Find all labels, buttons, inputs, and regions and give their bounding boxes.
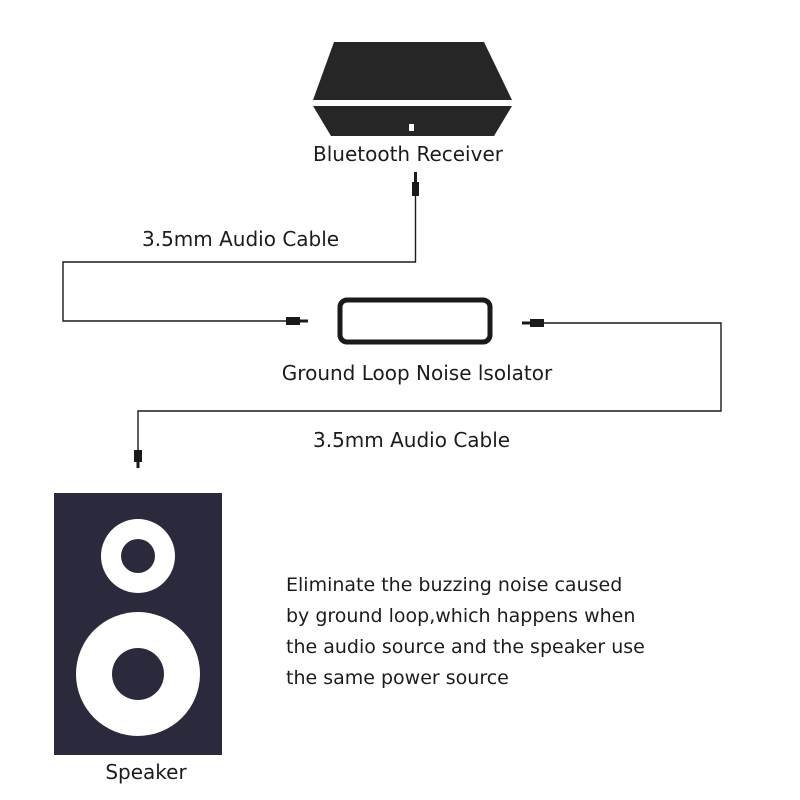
speaker-label: Speaker (105, 760, 187, 784)
receiver-status-light (409, 124, 414, 131)
plug-isolator-right-tip-icon (522, 321, 530, 325)
audio-cable-receiver-to-isolator (62, 172, 419, 325)
plug-receiver-body-icon (412, 182, 419, 196)
receiver-front-body (313, 106, 512, 136)
isolator-label: Ground Loop Noise lsolator (281, 361, 553, 385)
cable-bottom-label: 3.5mm Audio Cable (313, 428, 511, 452)
plug-receiver-tip-icon (414, 172, 417, 182)
cable-wire-top (62, 196, 417, 322)
description-line: by ground loop,which happens when (286, 605, 636, 627)
plug-isolator-left-body-icon (286, 317, 300, 325)
tweeter-center-icon (121, 539, 155, 573)
description-text: Eliminate the buzzing noise caused by gr… (286, 570, 646, 694)
description-line: Eliminate the buzzing noise caused (286, 574, 623, 596)
cable-wire-bottom (137, 322, 722, 450)
receiver-label: Bluetooth Receiver (313, 142, 503, 166)
plug-isolator-left-tip-icon (300, 319, 308, 323)
isolator-body (337, 297, 493, 345)
plug-speaker-body-icon (134, 450, 142, 462)
woofer-center-icon (112, 648, 164, 700)
plug-isolator-right-body-icon (530, 319, 544, 327)
speaker-device (54, 493, 222, 755)
audio-cable-isolator-to-speaker (134, 319, 722, 468)
receiver-top-body (313, 42, 512, 100)
bluetooth-receiver-device (313, 42, 512, 136)
ground-loop-isolator-device (337, 297, 493, 345)
cable-top-label: 3.5mm Audio Cable (142, 227, 340, 251)
description-line: the same power source (286, 667, 509, 689)
plug-speaker-tip-icon (136, 462, 140, 468)
description-line: the audio source and the speaker use (286, 636, 645, 658)
